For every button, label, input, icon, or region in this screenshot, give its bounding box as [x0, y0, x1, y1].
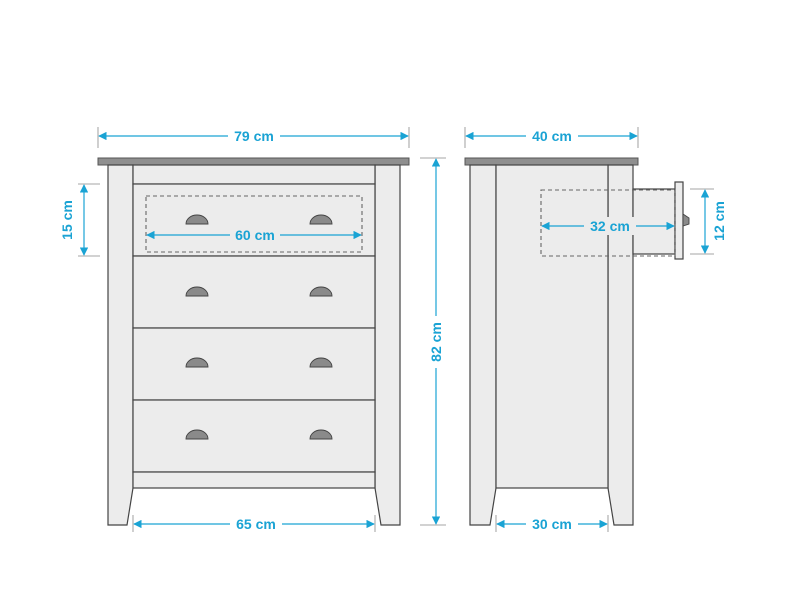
front-top-rail	[132, 164, 376, 185]
side-drawer-outline	[540, 189, 676, 257]
label-drawer-height: 15 cm	[59, 200, 75, 240]
handle-icon	[309, 429, 333, 440]
side-view	[464, 157, 690, 526]
side-top-panel	[464, 157, 639, 166]
handle-icon	[309, 286, 333, 297]
handle-icon	[309, 357, 333, 368]
drawer-2	[132, 255, 376, 329]
front-right-post	[374, 164, 401, 526]
label-drawer-depth: 32 cm	[590, 218, 630, 234]
drawer-1	[132, 183, 376, 257]
side-drawer-front	[674, 181, 684, 260]
side-handle-icon	[682, 213, 690, 227]
handle-icon	[185, 214, 209, 225]
label-total-height: 82 cm	[428, 322, 444, 362]
front-top-panel	[97, 157, 410, 166]
front-view	[97, 157, 410, 526]
side-back-post	[469, 164, 497, 526]
side-panel	[495, 164, 609, 489]
side-drawer-pulled	[632, 188, 676, 255]
label-side-leg-span: 30 cm	[532, 516, 572, 532]
front-bottom-rail	[132, 471, 376, 489]
drawer-4	[132, 399, 376, 473]
label-total-width: 79 cm	[234, 128, 274, 144]
handle-icon	[185, 429, 209, 440]
label-side-drawer-height: 12 cm	[711, 201, 727, 241]
handle-icon	[185, 286, 209, 297]
handle-icon	[185, 357, 209, 368]
handle-icon	[309, 214, 333, 225]
front-left-post	[107, 164, 134, 526]
drawer-3	[132, 327, 376, 401]
label-side-depth: 40 cm	[532, 128, 572, 144]
dimension-lines: 79 cm 15 cm 60 cm 82 cm 65 cm 40 cm 32 c…	[59, 127, 727, 533]
drawer-handles	[185, 214, 333, 440]
inner-drawer-outline	[145, 195, 363, 253]
label-inner-drawer-width: 60 cm	[235, 227, 275, 243]
label-leg-span: 65 cm	[236, 516, 276, 532]
